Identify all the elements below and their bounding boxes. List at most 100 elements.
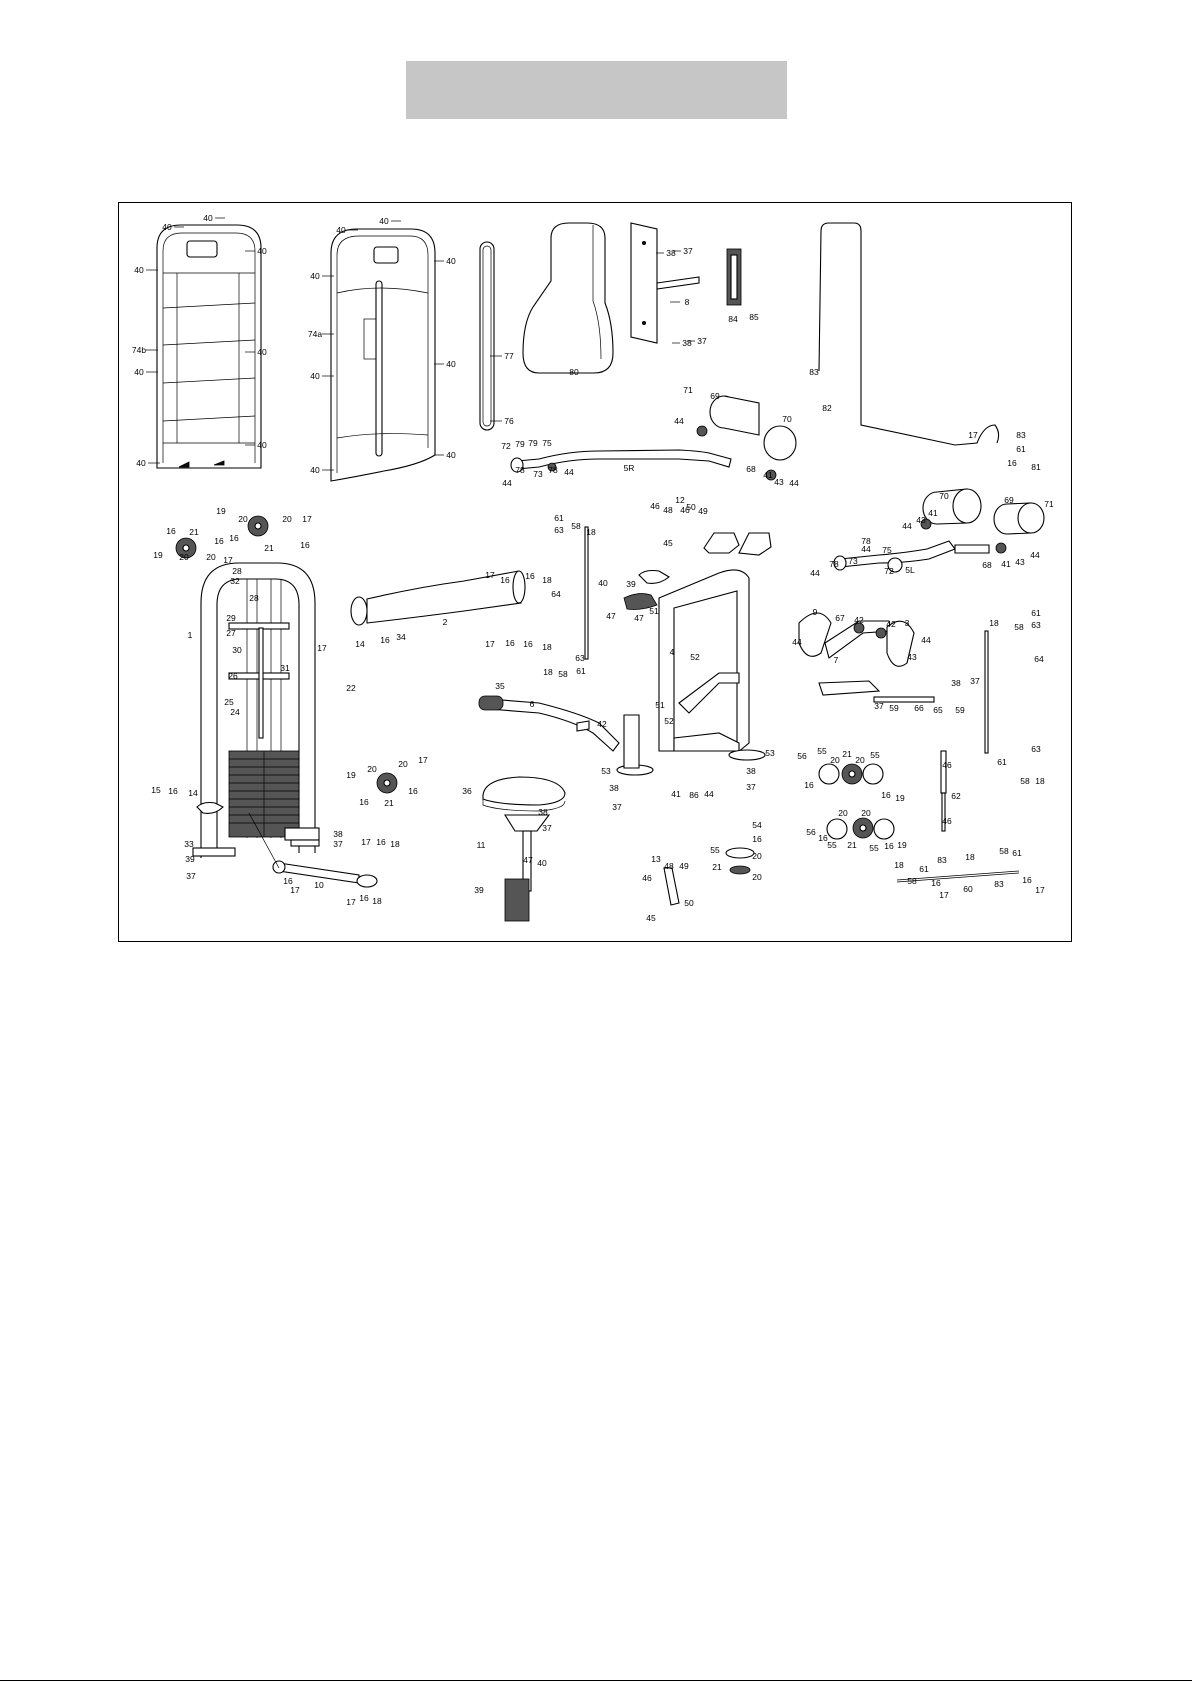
- part-callout: 17: [418, 755, 428, 765]
- part-callout: 60: [963, 884, 973, 894]
- part-callout: 79: [528, 438, 538, 448]
- part-callout: 42: [854, 615, 864, 625]
- part-callout: 70: [939, 491, 949, 501]
- part-callout: 58: [999, 846, 1009, 856]
- part-callout: 41: [1001, 559, 1011, 569]
- back-pad-80: [522, 222, 614, 374]
- part-callout: 37: [683, 246, 693, 256]
- part-callout: 19: [895, 793, 905, 803]
- part-callout: 38: [682, 338, 692, 348]
- part-callout: 40: [446, 256, 456, 266]
- part-callout: 5R: [624, 463, 635, 473]
- part-callout: 63: [575, 653, 585, 663]
- part-callout: 39: [474, 885, 484, 895]
- part-callout: 48: [663, 505, 673, 515]
- part-callout: 18: [586, 527, 596, 537]
- part-callout: 16: [1022, 875, 1032, 885]
- part-callout: 19: [153, 550, 163, 560]
- part-callout: 78: [515, 465, 525, 475]
- part-callout: 40: [203, 213, 213, 223]
- part-callout: 36: [462, 786, 472, 796]
- part-callout: 68: [982, 560, 992, 570]
- part-callout: 2: [443, 617, 448, 627]
- part-callout: 40: [379, 216, 389, 226]
- part-callout: 21: [264, 543, 274, 553]
- part-callout: 16: [168, 786, 178, 796]
- part-callout: 20: [752, 872, 762, 882]
- guide-rod-64: [584, 526, 989, 754]
- part-callout: 15: [151, 785, 161, 795]
- part-callout: 9: [813, 607, 818, 617]
- part-callout: 13: [651, 854, 661, 864]
- part-callout: 51: [649, 606, 659, 616]
- part-callout: 16: [1007, 458, 1017, 468]
- part-callout: 43: [1015, 557, 1025, 567]
- part-callout: 85: [749, 312, 759, 322]
- part-callout: 8: [685, 297, 690, 307]
- part-callout: 58: [1020, 776, 1030, 786]
- part-callout: 16: [804, 780, 814, 790]
- part-callout: 75: [882, 545, 892, 555]
- part-callout: 17: [346, 897, 356, 907]
- part-callout: 28: [232, 566, 242, 576]
- part-callout: 47: [523, 855, 533, 865]
- part-callout: 73: [533, 469, 543, 479]
- part-callout: 74b: [132, 345, 146, 355]
- part-callout: 5L: [905, 565, 915, 575]
- exploded-parts-diagram: 4040404074b404040404040404074a4040404077…: [132, 213, 1054, 923]
- part-callout: 18: [542, 575, 552, 585]
- part-callout: 50: [686, 502, 696, 512]
- part-callout: 56: [806, 827, 816, 837]
- part-callout: 18: [989, 618, 999, 628]
- part-callout: 37: [186, 871, 196, 881]
- part-callout: 68: [746, 464, 756, 474]
- part-callout: 28: [249, 593, 259, 603]
- part-callout: 40: [310, 371, 320, 381]
- part-callout: 16: [505, 638, 515, 648]
- part-callout: 27: [226, 628, 236, 638]
- part-callout: 30: [232, 645, 242, 655]
- part-callout: 18: [1035, 776, 1045, 786]
- part-callout: 44: [792, 637, 802, 647]
- arm-5R: [510, 395, 797, 481]
- part-callout: 20: [398, 759, 408, 769]
- part-callout: 46: [642, 873, 652, 883]
- part-callout: 16: [300, 540, 310, 550]
- part-callout: 61: [1012, 848, 1022, 858]
- part-callout: 82: [822, 403, 832, 413]
- part-callout: 29: [226, 613, 236, 623]
- part-callout: 18: [542, 642, 552, 652]
- part-callout: 58: [571, 521, 581, 531]
- part-callout: 70: [782, 414, 792, 424]
- part-callout: 46: [942, 760, 952, 770]
- seat-36: [482, 776, 566, 922]
- part-callout: 55: [869, 843, 879, 853]
- part-callout: 61: [919, 864, 929, 874]
- part-callout: 44: [921, 635, 931, 645]
- part-callout: 83: [809, 367, 819, 377]
- part-callout: 34: [396, 632, 406, 642]
- part-callout: 44: [810, 568, 820, 578]
- part-callout: 41: [928, 508, 938, 518]
- part-callout: 32: [230, 576, 240, 586]
- part-callout: 16: [214, 536, 224, 546]
- main-frame-1: [192, 562, 320, 858]
- part-callout: 16: [166, 526, 176, 536]
- frame-4: [616, 532, 772, 776]
- part-callout: 38: [538, 807, 548, 817]
- part-callout: 69: [710, 391, 720, 401]
- part-callout: 72: [501, 441, 511, 451]
- part-84: [726, 248, 742, 306]
- title-bar: [406, 61, 787, 119]
- part-callout: 38: [746, 766, 756, 776]
- part-callout: 40: [134, 367, 144, 377]
- part-callout: 31: [280, 663, 290, 673]
- part-callout: 63: [1031, 744, 1041, 754]
- part-callout: 14: [188, 788, 198, 798]
- part-callout: 37: [542, 823, 552, 833]
- part-callout: 38: [333, 829, 343, 839]
- part-callout: 58: [1014, 622, 1024, 632]
- part-callout: 33: [184, 839, 194, 849]
- part-callout: 22: [346, 683, 356, 693]
- part-callout: 44: [704, 789, 714, 799]
